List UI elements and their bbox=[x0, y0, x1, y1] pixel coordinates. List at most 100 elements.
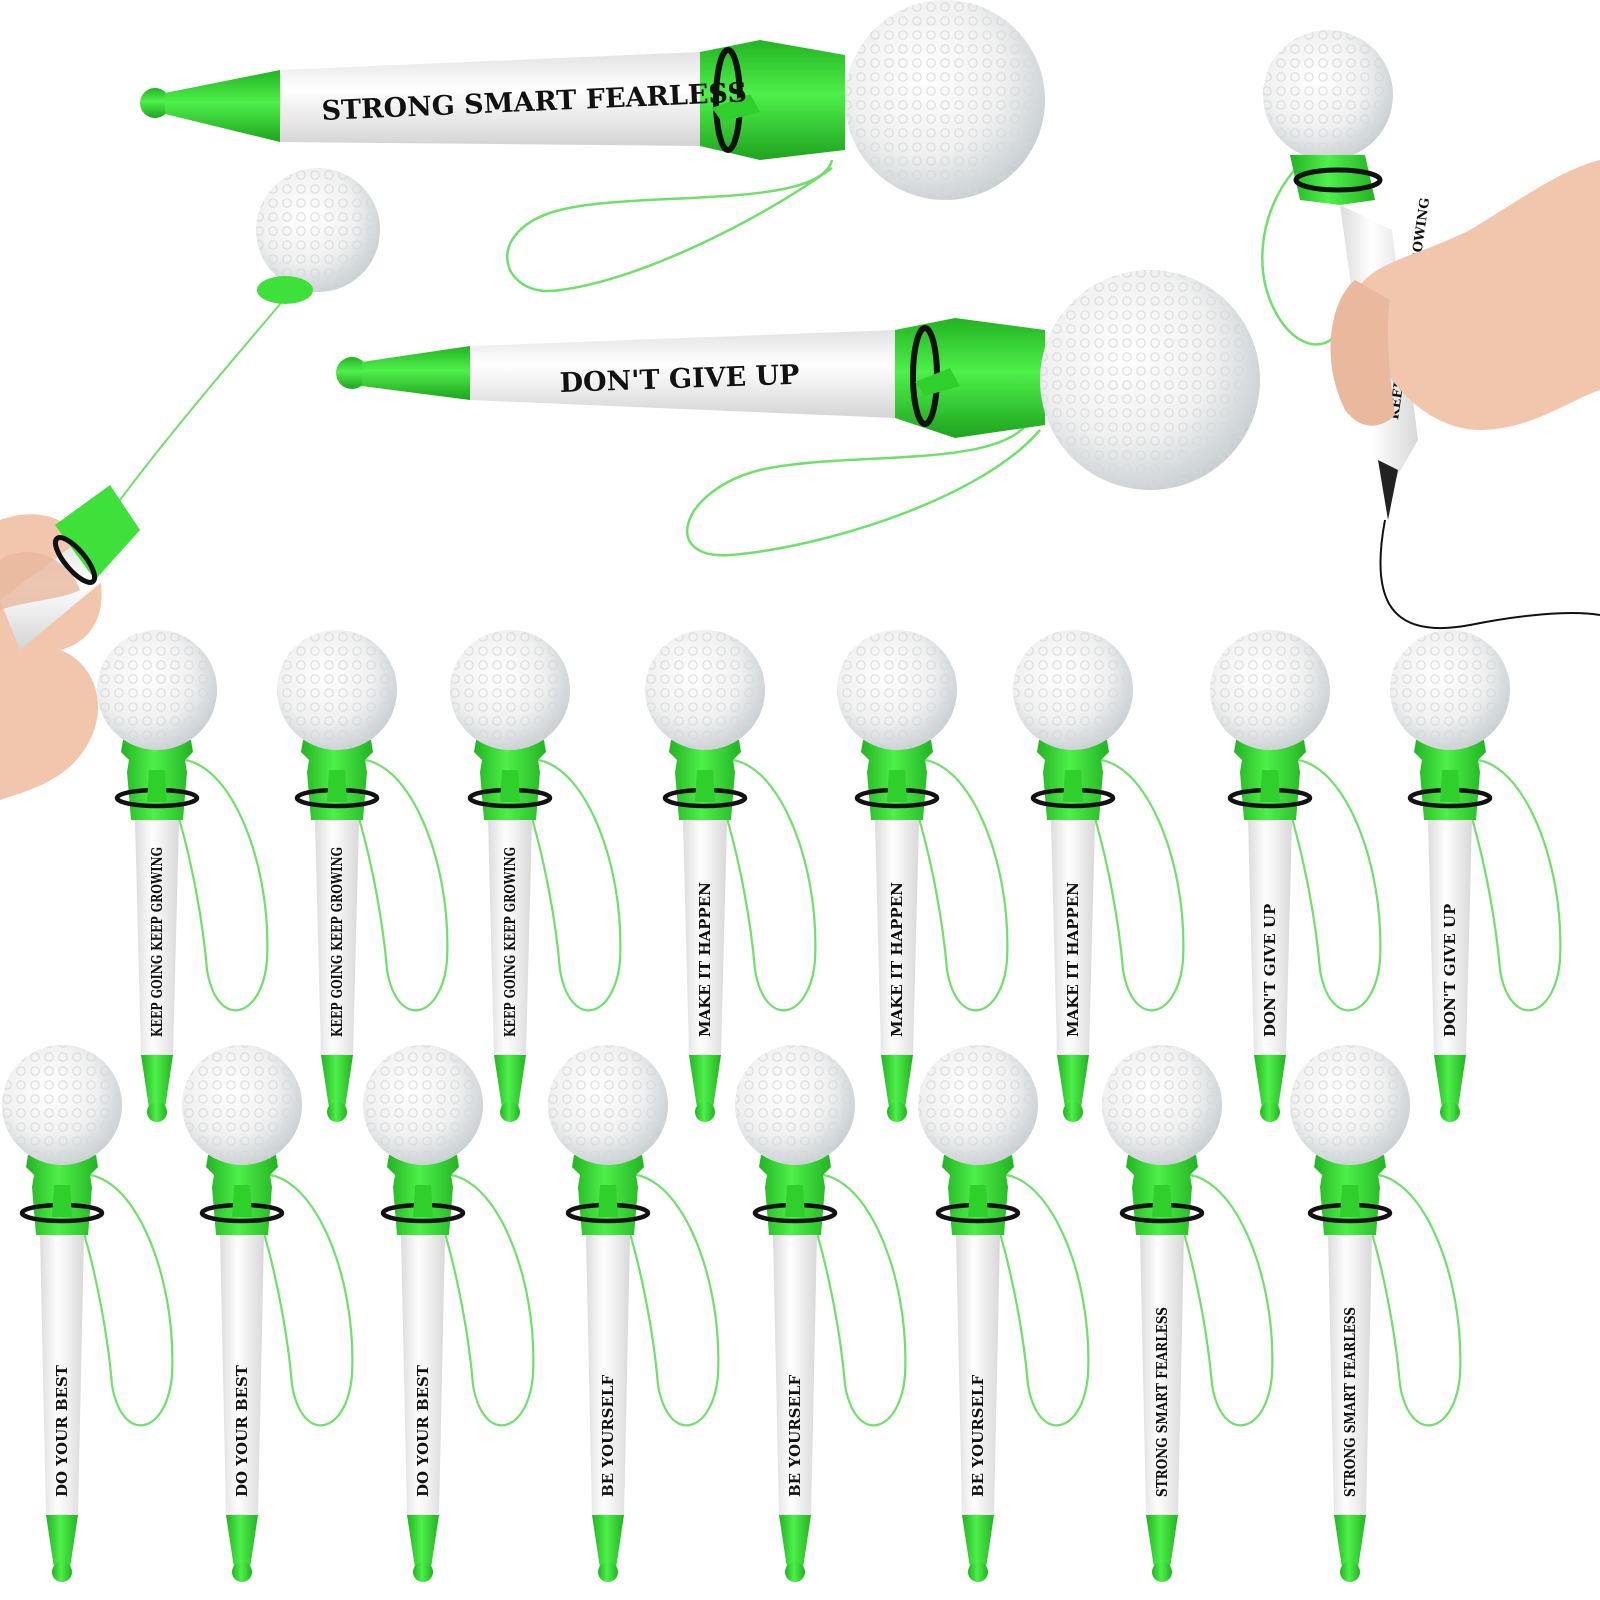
thumb bbox=[1330, 280, 1395, 426]
golf-ball bbox=[450, 630, 570, 750]
pen-slogan: KEEP GOING KEEP GROWING bbox=[501, 847, 519, 1037]
golf-ball bbox=[548, 1045, 668, 1165]
golf-ball bbox=[837, 630, 957, 750]
pen-string bbox=[350, 758, 449, 1012]
pen-barrel bbox=[1328, 1235, 1372, 1515]
pen-string bbox=[621, 1173, 720, 1427]
pen-slogan: BE YOURSELF bbox=[599, 1375, 617, 1497]
pen-string bbox=[991, 1173, 1090, 1427]
golf-ball bbox=[363, 1045, 483, 1165]
row2-pen: DO YOUR BEST bbox=[2, 1045, 174, 1582]
pen-end-knob bbox=[1440, 1102, 1460, 1122]
pen-barrel bbox=[280, 52, 700, 146]
pen-end-knob bbox=[887, 1102, 907, 1122]
golf-ball bbox=[97, 630, 217, 750]
pen-end-knob bbox=[140, 88, 170, 118]
pen-barrel bbox=[1140, 1235, 1184, 1515]
golf-ball bbox=[1102, 1045, 1222, 1165]
pen-tip-cap bbox=[1146, 1515, 1178, 1568]
pen-clip bbox=[500, 770, 520, 802]
pen-slogan: MAKE IT HAPPEN bbox=[696, 882, 714, 1037]
pen-tip-cap bbox=[1057, 1055, 1089, 1108]
pen-end-knob bbox=[1063, 1102, 1083, 1122]
golf-ball bbox=[256, 168, 380, 292]
pen-slogan: MAKE IT HAPPEN bbox=[888, 882, 906, 1037]
pen-slogan: DO YOUR BEST bbox=[53, 1364, 71, 1497]
pen-barrel bbox=[401, 1235, 445, 1515]
row1-pen: MAKE IT HAPPEN bbox=[1013, 630, 1185, 1122]
golf-ball bbox=[277, 630, 397, 750]
pen-string bbox=[523, 758, 622, 1012]
pen-clip bbox=[413, 1185, 433, 1217]
pen-tip-cap bbox=[689, 1055, 721, 1108]
pen-cone-holder bbox=[55, 485, 140, 580]
golf-ball bbox=[918, 1045, 1038, 1165]
pen-string bbox=[75, 1173, 174, 1427]
pen-ring bbox=[1293, 167, 1383, 193]
pen-end-knob bbox=[232, 1562, 252, 1582]
pen-barrel bbox=[135, 820, 179, 1055]
pen-clip bbox=[712, 94, 760, 122]
pen-tip-cap bbox=[407, 1515, 439, 1568]
pen-barrel bbox=[1428, 820, 1472, 1055]
golf-ball bbox=[1210, 630, 1330, 750]
pen-slogan: BE YOURSELF bbox=[969, 1375, 987, 1497]
golf-ball bbox=[2, 1045, 122, 1165]
pen-clip bbox=[1340, 1185, 1360, 1217]
pen-clip bbox=[598, 1185, 618, 1217]
pen-end-knob bbox=[336, 357, 368, 389]
golf-ball bbox=[182, 1045, 302, 1165]
pen-end-knob bbox=[785, 1562, 805, 1582]
pen-slogan: STRONG SMART FEARLESS bbox=[1153, 1307, 1171, 1497]
pen-slogan: DON'T GIVE UP bbox=[1441, 904, 1459, 1037]
row1-pen: MAKE IT HAPPEN bbox=[645, 630, 817, 1122]
row1-pen: MAKE IT HAPPEN bbox=[837, 630, 1009, 1122]
pen-barrel bbox=[586, 1235, 630, 1515]
pen-clip bbox=[327, 770, 347, 802]
pen-barrel bbox=[315, 820, 359, 1055]
pen-barrel bbox=[1248, 820, 1292, 1055]
pen-string bbox=[505, 159, 834, 293]
row2-pen: BE YOURSELF bbox=[735, 1045, 907, 1582]
pen-clip bbox=[915, 368, 960, 396]
pen-string bbox=[718, 758, 817, 1012]
pen-tip-cap bbox=[362, 346, 470, 400]
detached-ball-demo bbox=[119, 168, 380, 501]
pen-slogan: MAKE IT HAPPEN bbox=[1064, 882, 1082, 1037]
pen-tip-cap bbox=[494, 1055, 526, 1108]
pen-tip bbox=[1378, 460, 1398, 520]
pen-string bbox=[1086, 758, 1185, 1012]
pen-clip bbox=[1440, 770, 1460, 802]
pen-string bbox=[808, 1173, 907, 1427]
golf-ball bbox=[645, 630, 765, 750]
pen-barrel bbox=[773, 1235, 817, 1515]
row2-pen: STRONG SMART FEARLESS bbox=[1102, 1045, 1274, 1582]
hand bbox=[1349, 160, 1600, 430]
pen-end-knob bbox=[500, 1102, 520, 1122]
left-hand-with-pen bbox=[0, 485, 140, 800]
pen-string bbox=[170, 758, 269, 1012]
pen-string bbox=[119, 289, 293, 501]
pen-end-knob bbox=[1340, 1562, 1360, 1582]
pen-tip-cap bbox=[962, 1515, 994, 1568]
pen-end-knob bbox=[968, 1562, 988, 1582]
pen-barrel bbox=[40, 1235, 84, 1515]
pen-end-knob bbox=[52, 1562, 72, 1582]
pen-string bbox=[255, 1173, 354, 1427]
golf-ball bbox=[1013, 630, 1133, 750]
pen-tip-cap bbox=[141, 1055, 173, 1108]
pen-tip-cap bbox=[1434, 1055, 1466, 1108]
pen-barrel bbox=[956, 1235, 1000, 1515]
golf-ball bbox=[1390, 630, 1510, 750]
row1-pen: KEEP GOING KEEP GROWING bbox=[450, 630, 622, 1122]
pen-end-knob bbox=[147, 1102, 167, 1122]
pen-barrel bbox=[1051, 820, 1095, 1055]
pen-string bbox=[1283, 758, 1382, 1012]
pen-barrel bbox=[875, 820, 919, 1055]
pen-end-knob bbox=[695, 1102, 715, 1122]
pen-tip-cap bbox=[779, 1515, 811, 1568]
pen-tip-cap bbox=[592, 1515, 624, 1568]
right-hand-writing-demo: KEEP GOING KEEP GROWING bbox=[1261, 30, 1600, 630]
pen-slogan: BE YOURSELF bbox=[786, 1375, 804, 1497]
